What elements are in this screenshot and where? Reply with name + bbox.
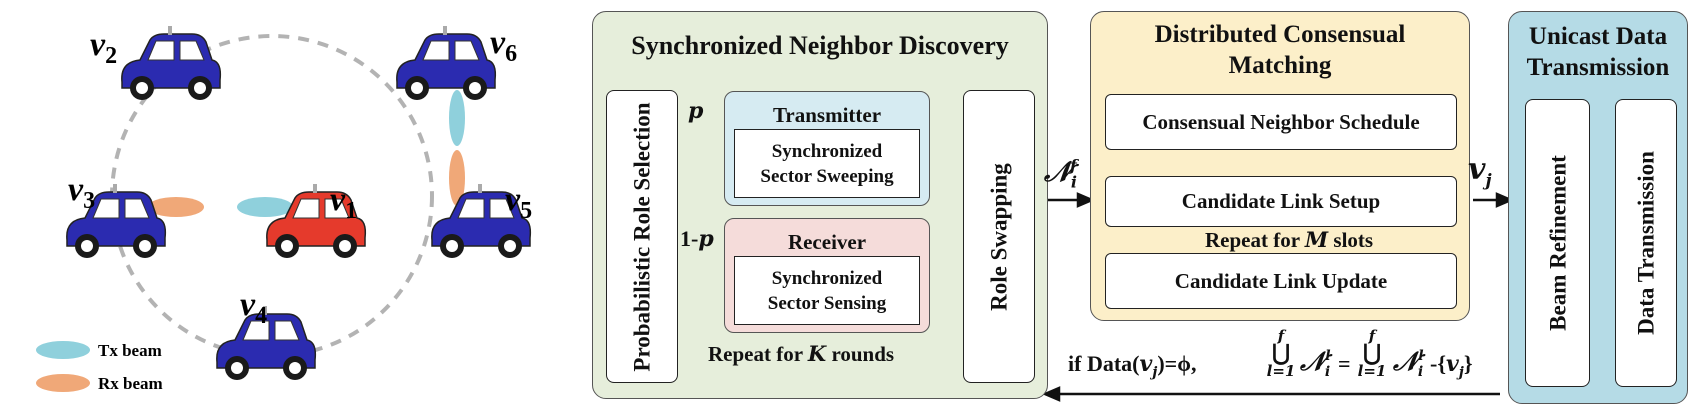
consensual-schedule-box: Consensual Neighbor Schedule xyxy=(1105,94,1457,150)
candidate-setup-box: Candidate Link Setup xyxy=(1105,176,1457,227)
transmitter-title: Transmitter xyxy=(772,103,882,127)
tx-beam-v1 xyxy=(237,197,293,217)
node-label-v1: v1 xyxy=(330,181,357,224)
role-swapping-label: Role Swapping xyxy=(986,162,1012,311)
car-v5 xyxy=(431,184,532,258)
p-label: p xyxy=(688,98,704,124)
neighbor-set-label: 𝒩if xyxy=(1044,155,1077,192)
beam-refinement-box: Beam Refinement xyxy=(1525,99,1590,387)
receiver-body: Synchronized Sector Sensing xyxy=(734,256,920,325)
rx-beam-v5 xyxy=(449,150,465,206)
receiver-box: Receiver Synchronized Sector Sensing xyxy=(724,218,930,333)
beam-refinement-label: Beam Refinement xyxy=(1545,155,1570,331)
car-v3 xyxy=(66,184,167,258)
matched-node-label: vj xyxy=(1468,152,1492,191)
one-minus-p-label: 1-p xyxy=(680,226,714,252)
role-swapping-box: Role Swapping xyxy=(963,90,1035,383)
repeat-m-label: Repeat for M slots xyxy=(1205,227,1374,252)
node-label-v3: v3 xyxy=(68,171,95,214)
repeat-k-label: Repeat for K rounds xyxy=(708,341,895,366)
car-v2 xyxy=(121,26,222,100)
role-selection-label: Probabilistic Role Selection xyxy=(629,101,655,372)
transmitter-box: Transmitter Synchronized Sector Sweeping xyxy=(724,91,930,206)
car-v1 xyxy=(266,184,367,258)
set-minus: -{vj} xyxy=(1430,351,1473,381)
tx-beam-v6 xyxy=(449,90,465,146)
legend-tx-swatch xyxy=(36,341,90,359)
node-label-v6: v6 xyxy=(490,24,517,67)
node-label-v4: v4 xyxy=(240,286,267,329)
node-label-v5: v5 xyxy=(505,181,532,224)
legend-rx-swatch xyxy=(36,374,90,392)
feedback-if: if Data(vj)=ϕ, xyxy=(1068,351,1197,381)
union-2: f ⋃ l=1 xyxy=(1357,327,1387,380)
legend-tx-label: Tx beam xyxy=(98,341,162,360)
legend-rx-label: Rx beam xyxy=(98,374,163,393)
set-2: 𝒩il xyxy=(1393,347,1424,381)
union-1: f ⋃ l=1 xyxy=(1266,327,1296,380)
car-v6 xyxy=(396,26,497,100)
set-1: 𝒩il xyxy=(1300,347,1331,381)
rx-beam-v3 xyxy=(148,197,204,217)
udt-title: Unicast Data Transmission xyxy=(1526,23,1670,81)
snd-title: Synchronized Neighbor Discovery xyxy=(631,31,1009,60)
data-transmission-box: Data Transmission xyxy=(1615,99,1677,387)
car-v4 xyxy=(216,306,317,380)
dcm-title: Distributed Consensual Matching xyxy=(1154,21,1406,79)
data-transmission-label: Data Transmission xyxy=(1633,151,1659,335)
transmitter-body: Synchronized Sector Sweeping xyxy=(734,129,920,198)
node-label-v2: v2 xyxy=(90,26,117,69)
candidate-update-box: Candidate Link Update xyxy=(1105,253,1457,309)
receiver-title: Receiver xyxy=(787,230,867,254)
role-selection-box: Probabilistic Role Selection xyxy=(606,90,678,383)
